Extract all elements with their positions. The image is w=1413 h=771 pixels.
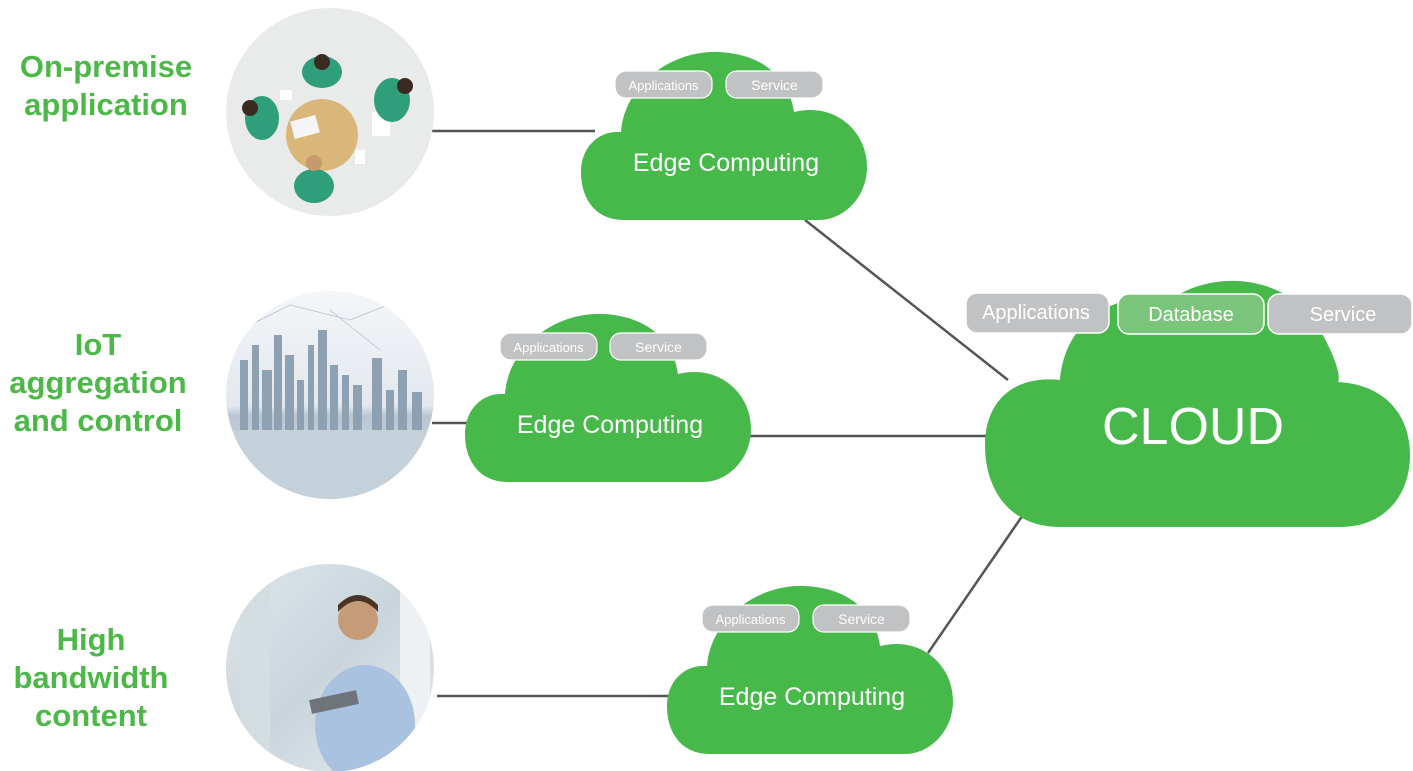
connector-line (804, 219, 1009, 381)
edge-pill-service: Service (725, 70, 824, 99)
main-cloud-title: CLOUD (1102, 398, 1284, 456)
label-line: aggregation (9, 365, 187, 400)
label-line: On-premise (19, 49, 193, 84)
edge-pill-applications: Applications (701, 604, 800, 633)
main-cloud: CLOUD (985, 280, 1410, 527)
row-label-on-premise: On-premise application (0, 48, 212, 124)
edge-pill-applications: Applications (614, 70, 713, 99)
main-pill-label: Service (1310, 304, 1377, 326)
main-pill-label: Database (1148, 304, 1234, 326)
label-line: High (56, 622, 126, 657)
label-line: and control (13, 403, 183, 438)
main-cloud-pills: Applications Database Service (965, 292, 1413, 335)
row-label-high-bandwidth: High bandwidth content (0, 621, 182, 735)
edge-cloud-title: Edge Computing (633, 149, 819, 177)
main-pill-service: Service (1267, 293, 1413, 335)
label-line: application (24, 87, 188, 122)
edge-cloud-title: Edge Computing (719, 683, 905, 711)
edge-cloud: Edge Computing Applications Service (465, 313, 751, 482)
edge-pill-label: Service (838, 611, 885, 627)
edge-cloud: Edge Computing Applications Service (667, 585, 953, 754)
label-line: bandwidth (13, 660, 169, 695)
edge-pill-service: Service (609, 332, 708, 361)
main-cloud-shape (985, 280, 1410, 527)
meeting-photo-icon (226, 8, 434, 216)
connectors (432, 129, 1027, 698)
edge-cloud-title: Edge Computing (517, 411, 703, 439)
label-line: IoT (74, 327, 122, 362)
edge-pill-label: Applications (715, 612, 786, 627)
connector-line (926, 511, 1027, 654)
main-pill-label: Applications (982, 302, 1090, 324)
edge-pill-applications: Applications (499, 332, 598, 361)
edge-pill-label: Applications (513, 340, 584, 355)
row-label-iot: IoT aggregation and control (0, 326, 196, 440)
city-skyline-photo-icon (226, 291, 434, 499)
label-line: content (35, 698, 147, 733)
main-pill-applications: Applications (965, 292, 1110, 334)
edge-pill-label: Service (751, 77, 798, 93)
edge-pill-label: Applications (628, 78, 699, 93)
edge-pill-label: Service (635, 339, 682, 355)
businessman-photo-icon (226, 564, 434, 771)
edge-cloud: Edge Computing Applications Service (581, 51, 867, 220)
main-pill-database: Database (1117, 293, 1265, 335)
edge-pill-service: Service (812, 604, 911, 633)
